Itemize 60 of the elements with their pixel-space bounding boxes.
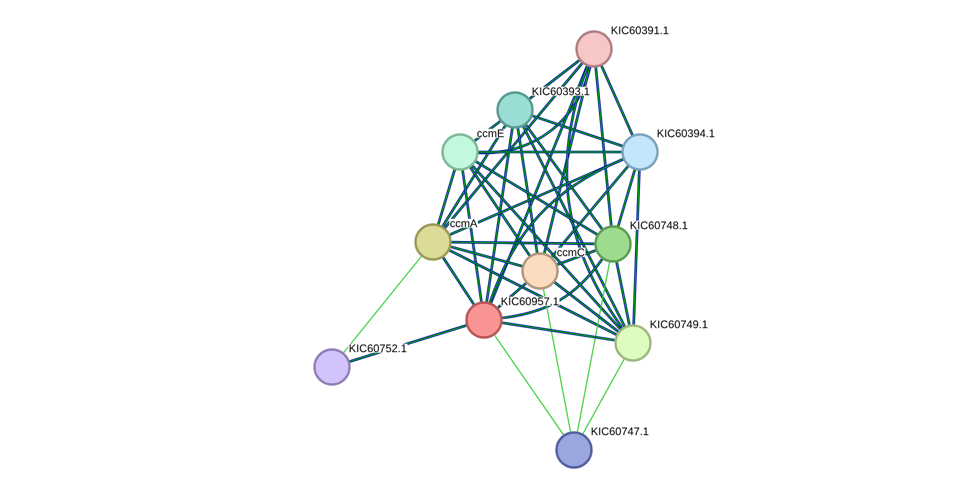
protein-node: [614, 324, 652, 362]
interaction-line: [475, 160, 598, 236]
node-label: KIC60393.1: [531, 86, 590, 96]
interaction-line: [525, 124, 604, 230]
interaction-line: [576, 262, 610, 432]
interaction-line: [450, 246, 522, 268]
protein-node: [521, 252, 559, 290]
interaction-line: [461, 170, 483, 302]
protein-node: [465, 301, 503, 339]
interaction-line: [557, 249, 596, 266]
interaction-line: [437, 170, 456, 224]
interaction-line: [516, 128, 538, 253]
interaction-line: [444, 62, 584, 228]
interaction-line: [494, 335, 564, 435]
protein-node: [441, 133, 479, 171]
node-label: ccmA: [449, 218, 478, 228]
interaction-line: [554, 281, 620, 333]
interaction-line: [615, 262, 631, 325]
interaction-line: [472, 164, 622, 330]
node-label: KIC60748.1: [629, 220, 688, 230]
interaction-line: [343, 256, 422, 353]
node-label: KIC60394.1: [656, 128, 716, 138]
protein-node: [313, 348, 351, 386]
node-label: KIC60749.1: [649, 320, 708, 329]
interaction-line: [452, 240, 594, 246]
interaction-line: [532, 114, 623, 148]
interaction-line: [469, 166, 531, 256]
interaction-line: [485, 128, 514, 302]
node-label: ccmE: [476, 128, 505, 138]
interaction-line: [502, 322, 615, 342]
protein-node: [414, 223, 452, 261]
protein-node: [575, 30, 613, 68]
protein-node: [496, 91, 534, 129]
interaction-line: [478, 150, 622, 154]
interaction-line: [502, 258, 604, 320]
interaction-line: [522, 126, 626, 327]
interaction-line: [542, 289, 572, 432]
interaction-line: [450, 158, 624, 236]
interaction-line: [449, 249, 617, 336]
interaction-line: [478, 66, 592, 154]
interaction-line: [543, 66, 591, 254]
interaction-line: [594, 67, 612, 226]
protein-node: [555, 431, 593, 469]
interaction-line: [632, 170, 641, 324]
interaction-line: [490, 66, 588, 304]
node-label: KIC60747.1: [590, 426, 650, 436]
interaction-line: [582, 359, 624, 434]
interaction-line: [617, 170, 636, 226]
interaction-line: [442, 125, 506, 227]
node-label: KIC60752.1: [348, 344, 408, 353]
interaction-line: [551, 165, 629, 258]
interaction-line: [600, 66, 634, 136]
interaction-line: [442, 256, 475, 306]
protein-node: [621, 133, 659, 171]
interaction-line: [488, 158, 624, 303]
node-label: KIC60391.1: [610, 26, 670, 35]
node-label: KIC60957.1: [500, 296, 560, 306]
interaction-line: [566, 66, 624, 328]
protein-node: [594, 225, 632, 263]
node-label: ccmC: [556, 248, 586, 257]
